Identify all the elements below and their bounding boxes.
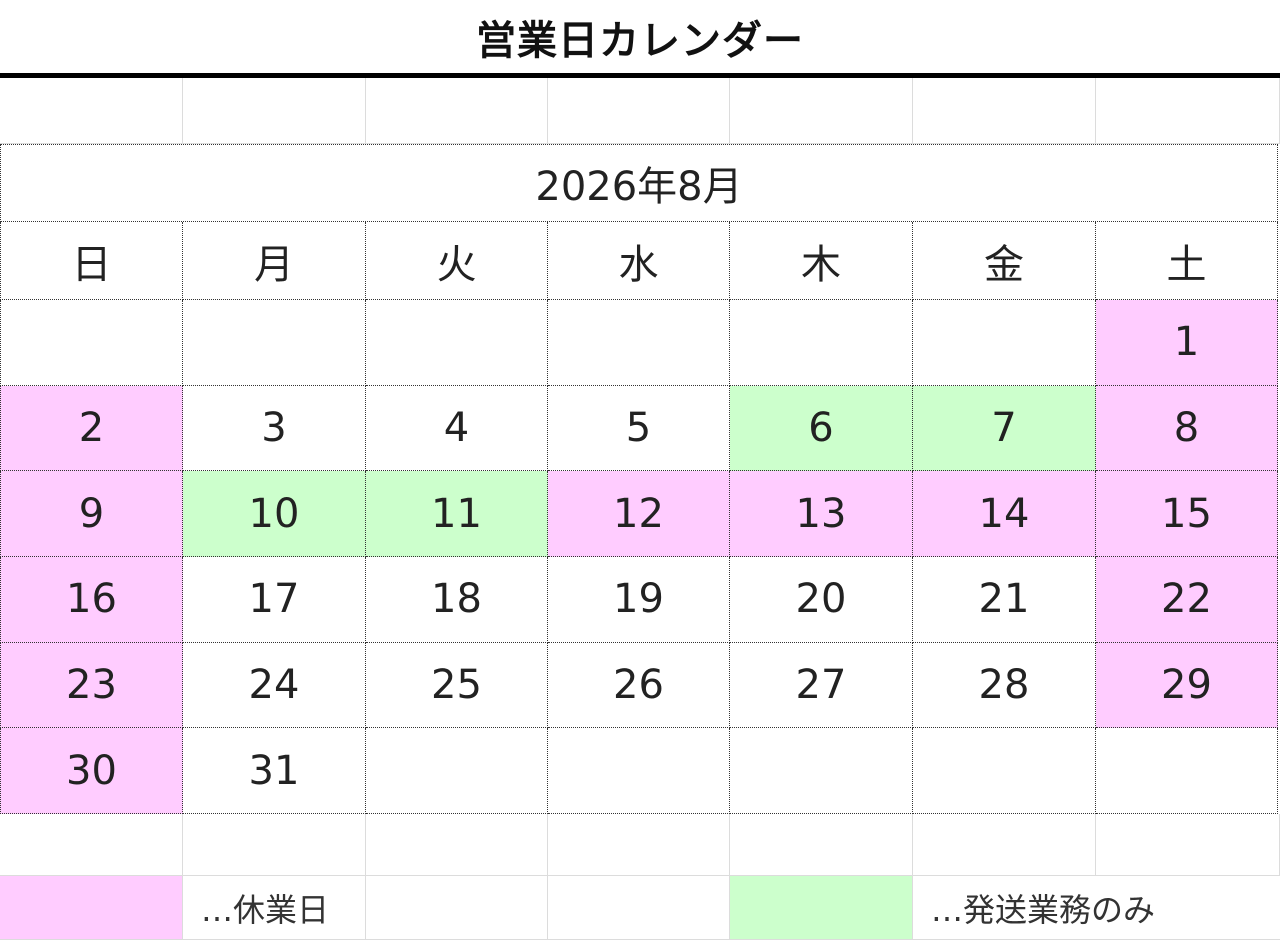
spacer-row-top — [0, 78, 1280, 144]
day-cell[interactable]: 30 — [0, 728, 183, 814]
spacer-row-bottom — [0, 814, 1280, 876]
day-cell[interactable]: 26 — [548, 642, 730, 729]
day-cell[interactable]: 10 — [183, 471, 366, 557]
empty-day-cell[interactable] — [730, 300, 913, 386]
weekday-header[interactable]: 金 — [913, 222, 1096, 300]
sheet-cell[interactable] — [0, 78, 183, 144]
month-row: 2026年8月 — [0, 144, 1280, 222]
legend-holiday-swatch[interactable] — [0, 876, 183, 940]
day-cell[interactable]: 28 — [913, 642, 1096, 729]
calendar-week-row: 1 — [0, 300, 1280, 386]
sheet-cell[interactable] — [183, 814, 366, 876]
day-cell[interactable]: 9 — [0, 471, 183, 557]
weekday-header[interactable]: 火 — [366, 222, 548, 300]
sheet-cell[interactable] — [548, 876, 730, 940]
sheet-cell[interactable] — [730, 814, 913, 876]
legend-shipping-label[interactable]: …発送業務のみ — [913, 876, 1280, 940]
empty-day-cell[interactable] — [730, 728, 913, 814]
day-cell[interactable]: 19 — [548, 557, 730, 643]
empty-day-cell[interactable] — [366, 728, 548, 814]
title-row: 営業日カレンダー — [0, 0, 1280, 78]
day-cell[interactable]: 23 — [0, 642, 183, 729]
legend-shipping-swatch[interactable] — [730, 876, 913, 940]
day-cell[interactable]: 20 — [730, 557, 913, 643]
day-cell[interactable]: 15 — [1096, 471, 1278, 557]
legend-row: …休業日 …発送業務のみ — [0, 876, 1280, 940]
empty-day-cell[interactable] — [0, 300, 183, 386]
weekday-row: 日月火水木金土 — [0, 222, 1280, 300]
sheet-cell[interactable] — [366, 78, 548, 144]
sheet-cell[interactable] — [366, 876, 548, 940]
day-cell[interactable]: 8 — [1096, 385, 1278, 472]
weekday-header[interactable]: 土 — [1096, 222, 1278, 300]
sheet-cell[interactable] — [548, 814, 730, 876]
empty-day-cell[interactable] — [183, 300, 366, 386]
day-cell[interactable]: 29 — [1096, 642, 1278, 729]
empty-day-cell[interactable] — [913, 300, 1096, 386]
weekday-header[interactable]: 木 — [730, 222, 913, 300]
day-cell[interactable]: 7 — [913, 385, 1096, 472]
day-cell[interactable]: 21 — [913, 557, 1096, 643]
empty-day-cell[interactable] — [1096, 728, 1278, 814]
day-cell[interactable]: 5 — [548, 385, 730, 472]
day-cell[interactable]: 18 — [366, 557, 548, 643]
month-label[interactable]: 2026年8月 — [0, 144, 1278, 222]
day-cell[interactable]: 24 — [183, 642, 366, 729]
legend-holiday-label[interactable]: …休業日 — [183, 876, 366, 940]
sheet-cell[interactable] — [730, 78, 913, 144]
sheet-cell[interactable] — [183, 78, 366, 144]
day-cell[interactable]: 22 — [1096, 557, 1278, 643]
day-cell[interactable]: 2 — [0, 385, 183, 472]
day-cell[interactable]: 1 — [1096, 300, 1278, 386]
page-title: 営業日カレンダー — [476, 17, 804, 64]
sheet-cell[interactable] — [913, 78, 1096, 144]
day-cell[interactable]: 11 — [366, 471, 548, 557]
day-cell[interactable]: 4 — [366, 385, 548, 472]
weekday-header[interactable]: 日 — [0, 222, 183, 300]
sheet-cell[interactable] — [366, 814, 548, 876]
day-cell[interactable]: 12 — [548, 471, 730, 557]
day-cell[interactable]: 6 — [730, 385, 913, 472]
day-cell[interactable]: 27 — [730, 642, 913, 729]
sheet-cell[interactable] — [0, 814, 183, 876]
empty-day-cell[interactable] — [548, 300, 730, 386]
day-cell[interactable]: 25 — [366, 642, 548, 729]
sheet-cell[interactable] — [548, 78, 730, 144]
day-cell[interactable]: 16 — [0, 557, 183, 643]
empty-day-cell[interactable] — [548, 728, 730, 814]
sheet-cell[interactable] — [1096, 78, 1280, 144]
sheet-cell[interactable] — [1096, 814, 1280, 876]
empty-day-cell[interactable] — [366, 300, 548, 386]
day-cell[interactable]: 14 — [913, 471, 1096, 557]
sheet-cell[interactable] — [913, 814, 1096, 876]
day-cell[interactable]: 3 — [183, 385, 366, 472]
day-cell[interactable]: 13 — [730, 471, 913, 557]
weekday-header[interactable]: 水 — [548, 222, 730, 300]
weekday-header[interactable]: 月 — [183, 222, 366, 300]
empty-day-cell[interactable] — [913, 728, 1096, 814]
day-cell[interactable]: 31 — [183, 728, 366, 814]
day-cell[interactable]: 17 — [183, 557, 366, 643]
